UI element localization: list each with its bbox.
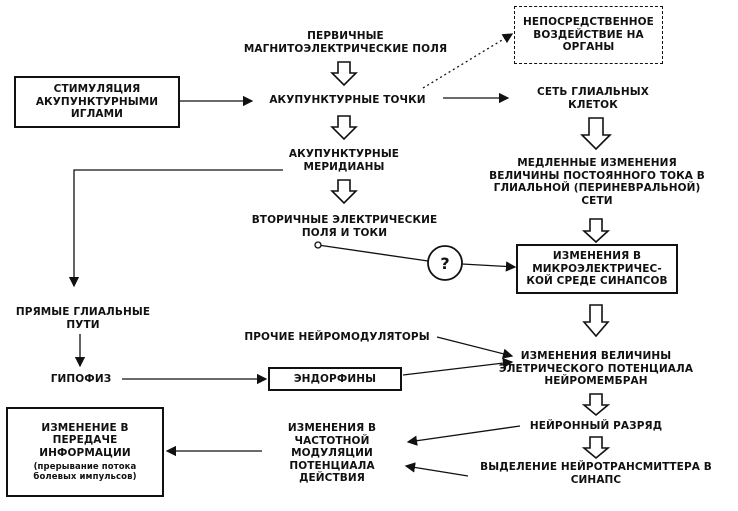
arrow-other-neuromod-to-membrane [436,336,514,359]
arrow-question-to-microenv [461,261,517,272]
endorphins-box: ЭНДОРФИНЫ [268,367,402,391]
block-arrow-discharge-to-transmitter [581,436,611,460]
arrow-transmitter-to-freqmod [404,462,469,477]
direct-effect-label: НЕПОСРЕДСТВЕННОЕ ВОЗДЕЙСТВИЕ НА ОРГАНЫ [523,16,654,54]
arrow-meridians-to-direct-glial [68,169,283,288]
acupoints-label: АКУПУНКТУРНЫЕ ТОЧКИ [269,94,426,106]
block-arrow-slow-to-microenv [581,218,611,244]
arrow-discharge-to-freqmod [406,425,521,446]
direct-effect-box: НЕПОСРЕДСТВЕННОЕ ВОЗДЕЙСТВИЕ НА ОРГАНЫ [514,6,663,64]
endorphins-label: ЭНДОРФИНЫ [293,372,377,385]
block-arrow-membrane-to-discharge [581,393,611,417]
primary-fields-label: ПЕРВИЧНЫЕ МАГНИТОЭЛЕКТРИЧЕСКИЕ ПОЛЯ [243,30,448,55]
direct-glial-label: ПРЯМЫЕ ГЛИАЛЬНЫЕ ПУТИ [15,306,151,331]
block-arrow-acupoints-to-meridians [330,115,358,141]
meridians-label: АКУПУНКТУРНЫЕ МЕРИДИАНЫ [288,148,400,173]
glial-network-label: СЕТЬ ГЛИАЛЬНЫХ КЛЕТОК [537,86,649,111]
arrow-acupoints-to-direct-effect [422,33,514,89]
question-circle [427,245,463,281]
block-arrow-glial-to-slow [580,117,612,151]
line-secondary-to-question [317,244,429,262]
secondary-fields-label: ВТОРИЧНЫЕ ЭЛЕКТРИЧЕСКИЕ ПОЛЯ И ТОКИ [251,214,438,239]
info-change-note: (прерывание потока болевых импульсов) [33,462,137,483]
other-neuromod-label: ПРОЧИЕ НЕЙРОМОДУЛЯТОРЫ [244,331,430,343]
stimulation-box: СТИМУЛЯЦИЯ АКУПУНКТУРНЫМИ ИГЛАМИ [14,76,180,128]
microenv-box: ИЗМЕНЕНИЯ В МИКРОЭЛЕКТРИЧЕС- КОЙ СРЕДЕ С… [516,244,678,294]
block-arrow-primary-to-acupoints [330,61,358,87]
info-change-box: ИЗМЕНЕНИЕ В ПЕРЕДАЧЕ ИНФОРМАЦИИ (прерыва… [6,407,164,497]
stimulation-label: СТИМУЛЯЦИЯ АКУПУНКТУРНЫМИ ИГЛАМИ [35,83,159,121]
neurotransmitter-label: ВЫДЕЛЕНИЕ НЕЙРОТРАНСМИТТЕРА В СИНАПС [480,461,712,486]
neuron-discharge-label: НЕЙРОННЫЙ РАЗРЯД [529,420,663,432]
membrane-change-label: ИЗМЕНЕНИЯ ВЕЛИЧИНЫ ЭЛЕТРИЧЕСКОГО ПОТЕНЦИ… [498,350,694,387]
arrow-endorphins-to-membrane [402,357,514,376]
hypophysis-label: ГИПОФИЗ [50,373,112,385]
block-arrow-microenv-to-membrane [582,304,610,338]
microenv-label: ИЗМЕНЕНИЯ В МИКРОЭЛЕКТРИЧЕС- КОЙ СРЕДЕ С… [526,250,668,288]
info-change-label: ИЗМЕНЕНИЕ В ПЕРЕДАЧЕ ИНФОРМАЦИИ [39,421,131,459]
slow-changes-label: МЕДЛЕННЫЕ ИЗМЕНЕНИЯ ВЕЛИЧИНЫ ПОСТОЯННОГО… [489,157,705,207]
question-mark: ? [440,254,449,273]
secondary-fields-origin-dot [314,241,322,249]
block-arrow-meridians-to-secondary [330,179,358,205]
freq-modulation-label: ИЗМЕНЕНИЯ В ЧАСТОТНОЙ МОДУЛЯЦИИ ПОТЕНЦИА… [287,422,377,484]
